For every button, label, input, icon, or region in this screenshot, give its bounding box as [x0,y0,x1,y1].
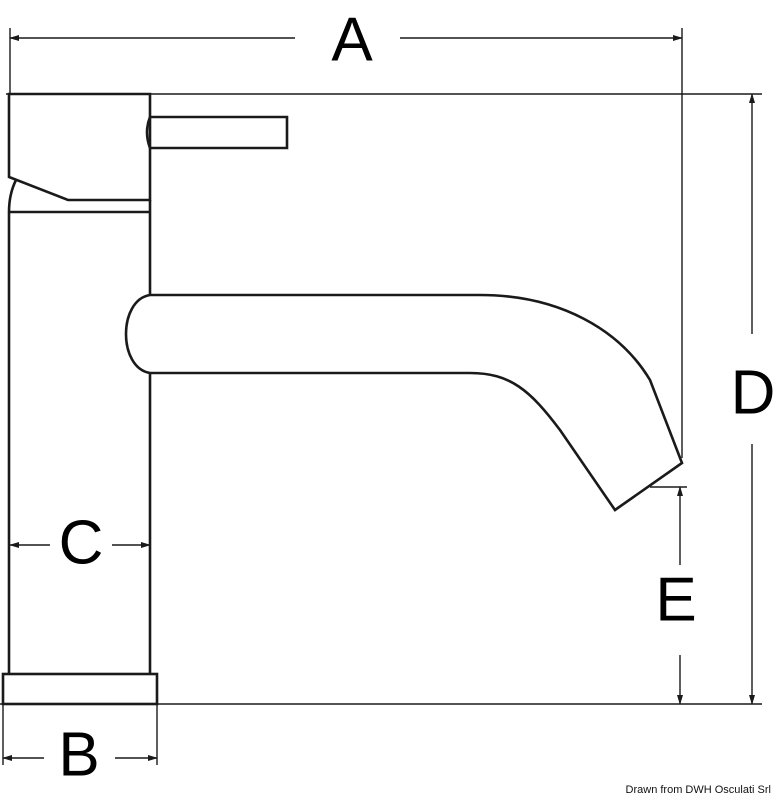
dimension-d-label: D [731,359,776,428]
faucet-head [7,92,152,202]
dimension-a-label: A [331,6,373,75]
faucet-spout [124,293,684,512]
credit-text: Drawn from DWH Osculati Srl [625,784,771,796]
dimension-c-label: C [59,509,104,578]
faucet-base [1,672,159,706]
body-collar-curve [7,179,18,213]
dimension-e-label: E [655,566,696,635]
dimension-b-label: B [58,721,99,790]
faucet-handle [145,115,289,150]
